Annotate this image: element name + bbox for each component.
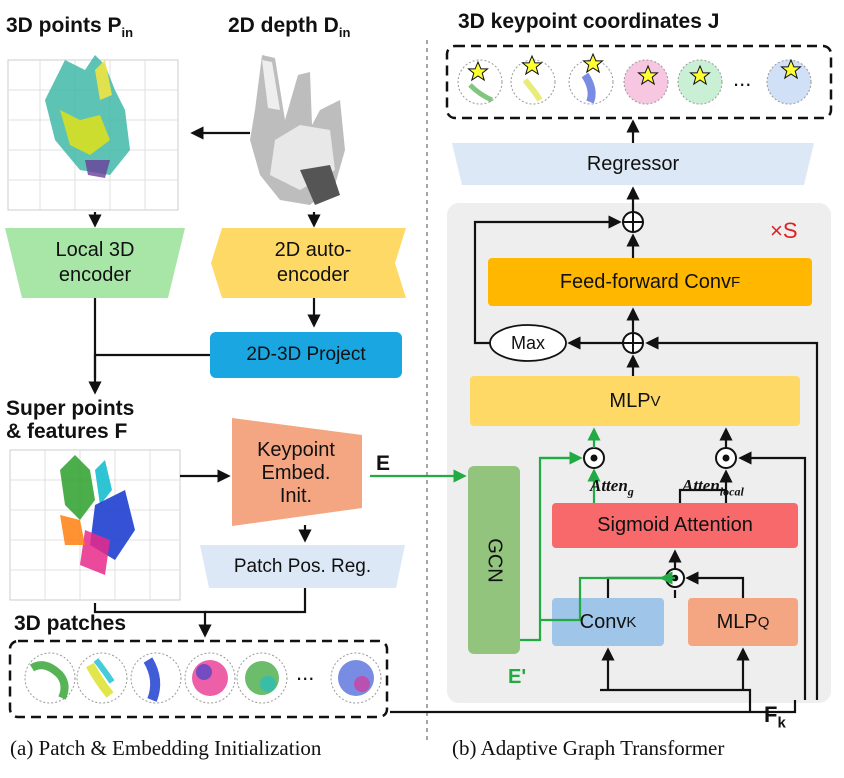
local-encoder-label: Local 3D encoder	[55, 239, 135, 286]
super-points-label: Super points & features F	[6, 397, 135, 444]
2d-depth-sub: in	[338, 25, 351, 41]
left-caption: (a) Patch & Embedding Initialization	[10, 736, 322, 760]
local-3d-encoder-box	[5, 228, 185, 298]
output-title: 3D keypoint coordinates J	[458, 10, 720, 33]
conv-k-sub: K	[626, 613, 637, 631]
2d-depth-image	[220, 50, 370, 210]
green-flow-arrows	[370, 427, 675, 642]
feedforward-conv-box	[488, 258, 812, 306]
patches-title: 3D patches	[14, 612, 127, 635]
atten-local-sub: local	[719, 484, 744, 499]
gcn-label: GCN	[483, 537, 506, 583]
atten-local-text: Atten	[682, 476, 720, 495]
2d-depth-label: 2D depth Din	[228, 14, 350, 40]
3d-points-sub: in	[121, 25, 134, 41]
project-label: 2D-3D Project	[246, 344, 366, 365]
super-points-plot	[9, 449, 181, 601]
atten-local-label: Attenlocal	[682, 476, 744, 499]
gcn-label-wrap: GCN	[468, 466, 520, 654]
2d-depth-text: 2D depth D	[228, 14, 339, 37]
3d-points-plot	[7, 55, 179, 211]
star-icon	[467, 52, 802, 86]
edge-e-prime-label: E'	[508, 666, 527, 688]
3d-patches-frame	[8, 639, 389, 719]
2d-3d-project-box	[210, 332, 402, 378]
2d-autoencoder-box	[211, 228, 406, 298]
regressor-label: Regressor	[586, 152, 680, 175]
keypoint-output-circles	[457, 59, 812, 105]
conv-k-text: Conv	[579, 610, 627, 633]
3d-points-label: 3D points Pin	[6, 14, 133, 40]
patch-pos-label: Patch Pos. Reg.	[233, 555, 372, 577]
regressor-box	[452, 143, 814, 185]
atten-g-text: Atten	[590, 476, 628, 495]
output-ellipsis: ...	[733, 66, 752, 91]
atten-g-sub: g	[627, 484, 634, 499]
mlp-v-box	[470, 376, 800, 426]
3d-points-text: 3D points P	[6, 14, 122, 37]
sigmoid-label: Sigmoid Attention	[597, 514, 753, 536]
fk-sub: k	[777, 714, 786, 732]
mlp-q-text: MLP	[716, 610, 758, 633]
keypoint-embed-init-box	[232, 418, 362, 526]
mlp-v-sub: V	[650, 392, 661, 410]
atten-g-label: Atteng	[590, 476, 634, 499]
patch-pos-reg-box	[200, 545, 405, 588]
fk-label: Fk	[764, 702, 786, 731]
fk-text: F	[764, 702, 778, 727]
feedforward-text: Feed-forward Conv	[559, 270, 731, 293]
left-flow-arrows	[88, 126, 321, 638]
repeat-label: ×S	[770, 218, 798, 243]
sigmoid-attention-box	[552, 503, 798, 548]
feedforward-sub: F	[731, 273, 741, 291]
max-label: Max	[510, 332, 545, 353]
autoencoder-label: 2D auto- encoder	[274, 239, 352, 286]
mlp-q-box	[688, 598, 798, 646]
3d-patches-circles	[24, 652, 382, 704]
edge-e-label: E	[376, 452, 391, 475]
mlp-v-text: MLP	[609, 389, 651, 412]
mlp-q-sub: Q	[757, 613, 770, 631]
keypoint-init-label: Keypoint Embed. Init.	[257, 438, 335, 507]
gcn-box	[468, 466, 520, 654]
right-caption: (b) Adaptive Graph Transformer	[452, 736, 725, 760]
patches-ellipsis: ...	[296, 660, 315, 685]
keypoint-output-frame	[445, 44, 833, 120]
